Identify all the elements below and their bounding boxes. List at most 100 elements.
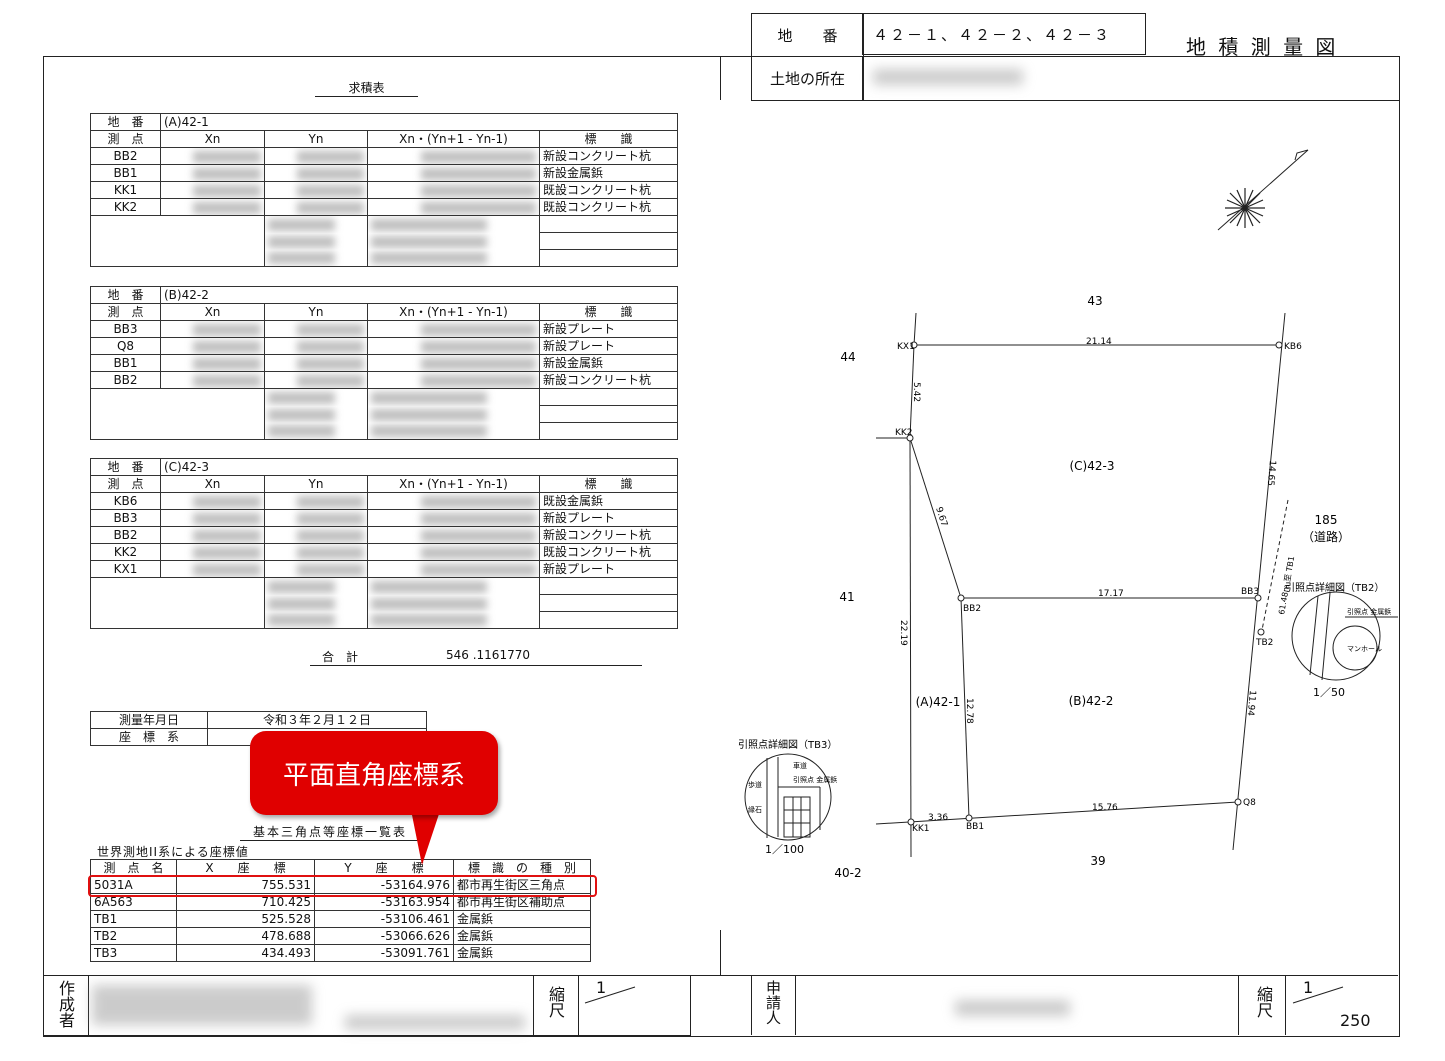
mark-type: 都市再生街区補助点 <box>453 893 591 911</box>
column-header: 測 点 名 <box>90 859 177 877</box>
point-name: BB1 <box>90 164 161 182</box>
mark-type: 都市再生街区三角点 <box>453 876 591 894</box>
mark-type: 既設金属鋲 <box>538 492 679 510</box>
redacted-value <box>193 167 261 180</box>
mark-type: 既設コンクリート杭 <box>538 543 679 561</box>
redacted-value <box>296 167 364 180</box>
table-row: KK2 既設コンクリート杭 <box>90 543 679 561</box>
left-scale-label: 縮尺 <box>546 986 565 1018</box>
column-header: 標 識 <box>539 130 678 148</box>
y-coordinate: -53066.626 <box>314 927 454 945</box>
panel-divider <box>720 930 721 975</box>
column-header: Xn <box>160 303 265 321</box>
table-row: KX1 新設プレート <box>90 560 679 578</box>
empty-row <box>90 215 678 233</box>
redacted-value <box>296 374 364 387</box>
redacted-value <box>420 167 536 180</box>
point-name: BB3 <box>90 509 161 527</box>
divider <box>795 975 796 1035</box>
column-header: 標 識 の 種 別 <box>453 859 591 877</box>
coord-list-title: 基本三角点等座標一覧表 <box>240 823 420 841</box>
redacted-value <box>296 357 364 370</box>
column-header: Yn <box>264 130 368 148</box>
mark-type: 新設プレート <box>538 509 679 527</box>
chiban-label: 地 番 <box>90 113 161 131</box>
empty-row <box>90 405 679 423</box>
y-coordinate: -53106.461 <box>314 910 454 928</box>
mark-type: 新設金属鋲 <box>539 164 678 182</box>
total-row: 合 計 546 .1161770 <box>310 648 642 666</box>
chiban-value: (A)42-1 <box>160 113 678 131</box>
redacted-value <box>420 495 536 508</box>
author-label: 作成者 <box>56 980 75 1028</box>
column-header: X 座 標 <box>176 859 315 877</box>
coord-list-subtitle: 世界測地II系による座標値 <box>97 845 249 859</box>
redacted-value <box>296 529 364 542</box>
redacted-value <box>296 323 364 336</box>
divider <box>690 975 691 1035</box>
y-coordinate: -53164.976 <box>314 876 454 894</box>
redacted-value <box>420 529 536 542</box>
column-header: Xn・(Yn+1 - Yn-1) <box>367 303 540 321</box>
column-header: 測 点 <box>90 130 161 148</box>
point-name: KK2 <box>90 543 161 561</box>
column-header: 測 点 <box>90 475 161 493</box>
x-coordinate: 755.531 <box>176 876 315 894</box>
callout-text: 平面直角座標系 <box>282 760 465 791</box>
empty-row <box>90 388 679 406</box>
chiban-value: (C)42-3 <box>159 458 679 476</box>
table-row: KK2 既設コンクリート杭 <box>90 198 678 216</box>
callout-annotation: 平面直角座標系 <box>250 731 498 815</box>
mark-type: 新設プレート <box>538 337 679 355</box>
empty-row <box>90 249 678 267</box>
redacted-value <box>296 563 364 576</box>
chiban-label: 地 番 <box>90 458 161 476</box>
empty-row <box>90 611 679 629</box>
mark-type: 既設コンクリート杭 <box>539 198 678 216</box>
right-scale-den: 250 <box>1340 1011 1371 1030</box>
mark-type: 金属鋲 <box>453 910 591 928</box>
survey-date-value: 令和３年２月１２日 <box>207 711 427 729</box>
point-name: TB2 <box>90 927 177 945</box>
footer-row <box>43 975 1398 976</box>
redacted-value <box>193 546 261 559</box>
redacted-value <box>296 512 364 525</box>
callout-tail <box>410 805 442 865</box>
empty-row <box>90 594 679 612</box>
point-name: KK2 <box>90 198 161 216</box>
x-coordinate: 434.493 <box>176 944 315 962</box>
divider <box>43 1035 691 1036</box>
redacted-value <box>193 374 261 387</box>
author-redacted <box>92 985 312 1025</box>
highlight-box <box>88 875 597 897</box>
point-name: KK1 <box>90 181 161 199</box>
column-header: 測 点 <box>90 303 161 321</box>
right-scale-label: 縮尺 <box>1254 986 1273 1018</box>
document-title: 地 積 測 量 図 <box>1186 35 1339 59</box>
redacted-value <box>193 150 261 163</box>
redacted-value <box>193 357 261 370</box>
mark-type: 新設プレート <box>538 560 679 578</box>
table-row: BB3 新設プレート <box>90 509 679 527</box>
divider <box>88 975 89 1035</box>
redacted-value <box>420 512 536 525</box>
redacted-value <box>296 495 364 508</box>
chiban-label-cell: 地 番 <box>751 13 864 57</box>
redacted-value <box>420 374 536 387</box>
point-name: KX1 <box>90 560 161 578</box>
redacted-value <box>420 323 536 336</box>
redacted-value <box>193 184 261 197</box>
redacted-value <box>420 340 536 353</box>
divider <box>533 975 534 1035</box>
point-name: BB2 <box>90 371 161 389</box>
point-name: KB6 <box>90 492 161 510</box>
coord-system-label: 座 標 系 <box>90 728 208 746</box>
